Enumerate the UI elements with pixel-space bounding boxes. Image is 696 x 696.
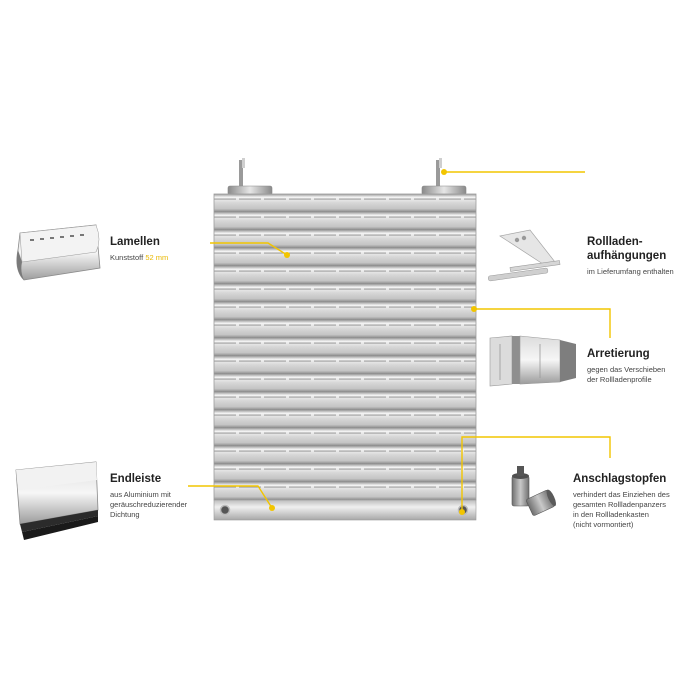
callout-line-lamellen [210,242,288,256]
label-aufhaengungen-title-2: aufhängungen [587,250,667,262]
lamelle-slat [214,194,476,212]
lamelle-slat [214,230,476,248]
endleiste-profile-icon [15,461,99,540]
label-aufhaengungen-desc: im Lieferumfang enthalten [587,267,674,276]
callout-dots [269,169,477,515]
label-anschlagstopfen-desc-1: verhindert das Einziehen des [573,490,670,499]
lamelle-slat [214,320,476,338]
label-arretierung-title: Arretierung [587,348,650,360]
rollladen-hanger-right [421,158,467,196]
label-endleiste: Endleiste aus Aluminium mit geräuschredu… [110,472,187,520]
lamelle-slat [214,446,476,464]
label-arretierung-desc-1: gegen das Verschieben [587,365,666,374]
label-endleiste-title: Endleiste [110,473,162,485]
lamelle-slat [214,248,476,266]
label-anschlagstopfen-desc-4: (nicht vormontiert) [573,520,634,529]
lamelle-slat [214,356,476,374]
label-endleiste-desc-2: geräuschreduzierender [110,500,188,509]
lamelle-slat [214,266,476,284]
label-endleiste-desc-1: aus Aluminium mit [110,490,171,499]
lamelle-slat [214,338,476,356]
lamelle-slat [214,284,476,302]
callout-line-anschlagstopfen [461,436,611,512]
label-lamellen: Lamellen Kunststoff 52 mm [110,235,168,263]
endleiste-rail [213,499,477,521]
rollladen-hanger-left [227,158,273,196]
label-anschlagstopfen-desc-2: gesamten Rollladenpanzers [573,500,666,509]
label-lamellen-size: 52 mm [145,253,169,262]
label-endleiste-desc-3: Dichtung [110,510,140,519]
lamelle-slat [214,212,476,230]
label-anschlagstopfen: Anschlagstopfen verhindert das Einziehen… [573,472,670,530]
callout-lines [188,171,611,512]
lamelle-slat [214,464,476,482]
label-lamellen-desc: Kunststoff 52 mm [110,253,168,263]
label-aufhaengungen-title-1: Rollladen- [587,236,643,248]
hanger-bracket-icon [488,229,561,282]
rollladen-panzer [213,193,477,501]
lamelle-slat [214,302,476,320]
lamelle-slat [214,428,476,446]
label-aufhaengungen: Rollladen- aufhängungen im Lieferumfang … [587,235,674,277]
label-lamellen-title: Lamellen [110,236,160,248]
anschlagstopfen-icon [511,466,556,516]
callout-line-arretierung [474,308,611,338]
label-arretierung: Arretierung gegen das Verschieben der Ro… [587,347,665,385]
label-arretierung-desc-2: der Rollladenprofile [587,375,652,384]
label-anschlagstopfen-desc-3: in den Rollladenkasten [573,510,649,519]
lamelle-slat [214,374,476,392]
callout-line-endleiste [188,485,273,509]
lamelle-slat [214,410,476,428]
arretierung-detail-icon [489,335,576,387]
label-lamellen-material: Kunststoff [110,253,144,262]
lamelle-profile-icon [16,224,101,281]
lamelle-slat [214,482,476,500]
lamelle-slat [214,392,476,410]
label-anschlagstopfen-title: Anschlagstopfen [573,473,667,485]
